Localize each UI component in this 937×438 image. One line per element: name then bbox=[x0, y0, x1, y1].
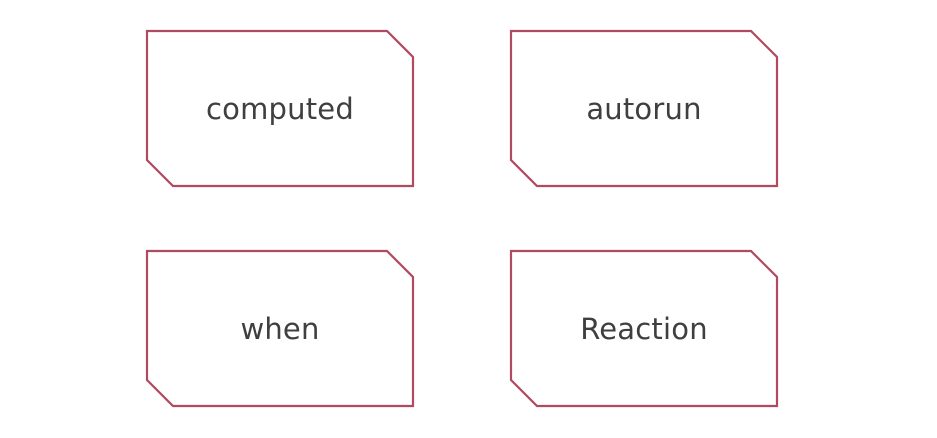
card-label: autorun bbox=[586, 91, 702, 126]
card-shape bbox=[145, 249, 415, 408]
card-when: when bbox=[145, 249, 415, 408]
card-shape bbox=[509, 29, 779, 188]
card-shape bbox=[509, 249, 779, 408]
card-shape bbox=[145, 29, 415, 188]
card-label: Reaction bbox=[580, 311, 708, 346]
card-computed: computed bbox=[145, 29, 415, 188]
card-label: when bbox=[240, 311, 320, 346]
card-reaction: Reaction bbox=[509, 249, 779, 408]
card-autorun: autorun bbox=[509, 29, 779, 188]
card-label: computed bbox=[206, 91, 354, 126]
